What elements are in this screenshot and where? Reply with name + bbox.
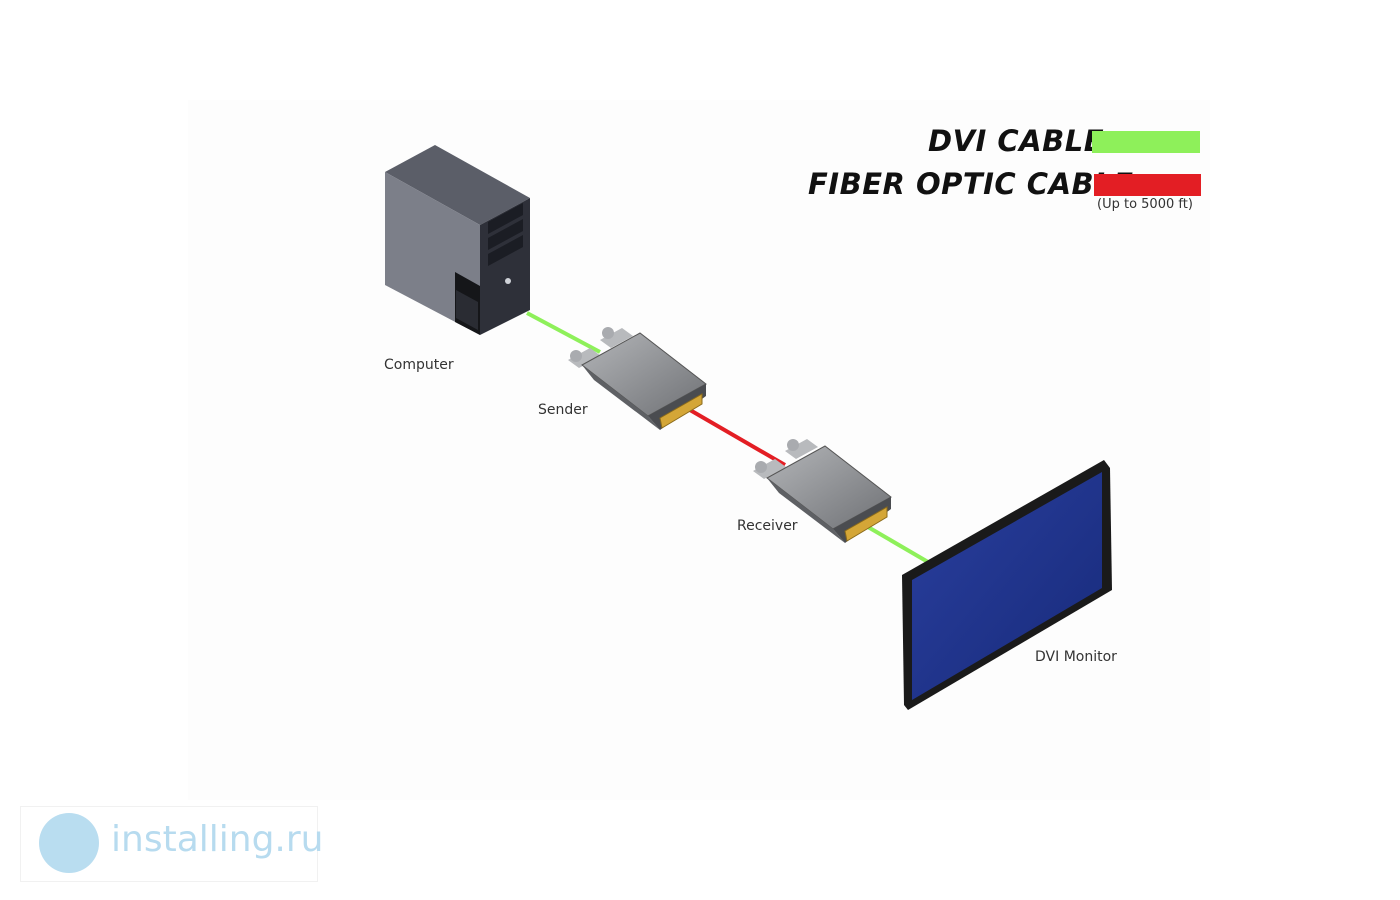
diagram-panel: [188, 100, 1210, 800]
dvi-cable-computer-sender: [526, 311, 601, 354]
receiver-label: Receiver: [737, 518, 798, 534]
computer-label: Computer: [384, 357, 454, 373]
fiber-cable: [688, 408, 787, 467]
dvi-cable-receiver-monitor: [866, 525, 930, 564]
computer-icon: [385, 145, 530, 335]
watermark-text: installing.ru: [111, 819, 324, 860]
legend-fiber-title: FIBER OPTIC CABLE: [808, 167, 1134, 201]
receiver-device-icon: [753, 439, 892, 543]
legend-fiber-note: (Up to 5000 ft): [1097, 197, 1193, 212]
legend-dvi-title: DVI CABLE: [928, 124, 1105, 158]
monitor-label: DVI Monitor: [1035, 649, 1117, 665]
circle-logo-icon: [39, 813, 99, 873]
dvi-monitor-icon: [902, 460, 1112, 710]
legend-fiber-swatch: [1094, 174, 1201, 196]
watermark: installing.ru: [20, 806, 323, 882]
legend-dvi-swatch: [1092, 131, 1200, 153]
sender-label: Sender: [538, 402, 588, 418]
sender-device-icon: [568, 327, 707, 430]
